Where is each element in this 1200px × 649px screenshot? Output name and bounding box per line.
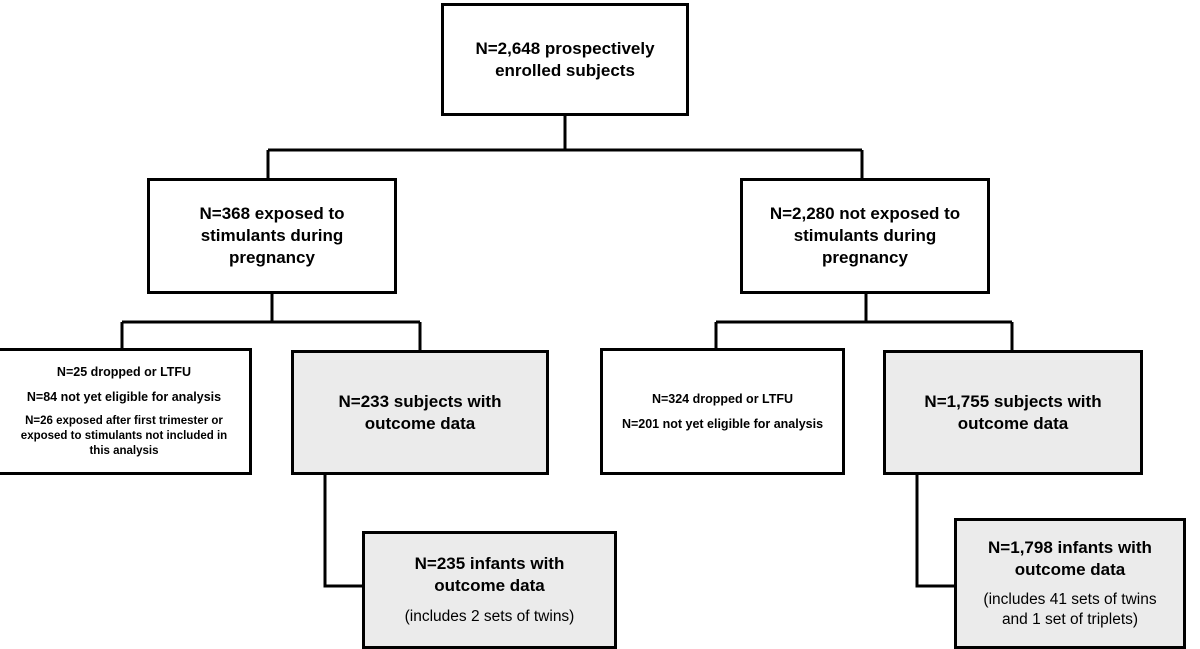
- node-unexposed-infants-outcome-line1: N=1,798 infants with: [988, 537, 1152, 557]
- node-exposed-subjects-outcome-line2: outcome data: [364, 413, 476, 433]
- node-unexposed-subjects-outcome[interactable]: N=1,755 subjects with outcome data: [883, 350, 1143, 475]
- node-exposed-excluded-line3c: this analysis: [89, 444, 159, 457]
- node-exposed-excluded-line2: N=84 not yet eligible for analysis: [26, 390, 222, 405]
- node-unexposed-infants-outcome-note1: (includes 41 sets of twins: [983, 591, 1157, 609]
- edge-unexposed-infants-elbow: [915, 475, 957, 588]
- node-unexposed-infants-outcome-line2: outcome data: [1014, 559, 1126, 579]
- node-unexposed-infants-outcome[interactable]: N=1,798 infants with outcome data (inclu…: [954, 518, 1186, 649]
- node-unexposed-arm-line1: N=2,280 not exposed to: [769, 204, 961, 224]
- node-unexposed-excluded-line2: N=201 not yet eligible for analysis: [621, 417, 824, 431]
- node-unexposed-excluded[interactable]: N=324 dropped or LTFU N=201 not yet elig…: [600, 348, 845, 475]
- node-exposed-excluded-line1: N=25 dropped or LTFU: [56, 365, 192, 380]
- node-exposed-arm-line3: pregnancy: [229, 247, 315, 267]
- node-unexposed-subjects-outcome-line2: outcome data: [957, 413, 1069, 433]
- node-exposed-infants-outcome-line2: outcome data: [434, 576, 545, 596]
- node-enrolled-subjects-line2: enrolled subjects: [495, 60, 635, 80]
- node-unexposed-arm-line3: pregnancy: [822, 247, 908, 267]
- node-enrolled-subjects-line1: N=2,648 prospectively: [475, 38, 655, 58]
- node-exposed-excluded-line3a: N=26 exposed after first trimester or: [25, 415, 223, 428]
- node-exposed-arm[interactable]: N=368 exposed to stimulants during pregn…: [147, 178, 397, 294]
- node-exposed-infants-outcome-line1: N=235 infants with: [414, 554, 565, 574]
- node-exposed-arm-line2: stimulants during: [200, 226, 344, 246]
- node-enrolled-subjects[interactable]: N=2,648 prospectively enrolled subjects: [441, 3, 689, 116]
- node-exposed-infants-outcome[interactable]: N=235 infants with outcome data (include…: [362, 531, 617, 649]
- node-exposed-subjects-outcome[interactable]: N=233 subjects with outcome data: [291, 350, 549, 475]
- node-exposed-arm-line1: N=368 exposed to: [199, 204, 345, 224]
- node-exposed-excluded-line3b: exposed to stimulants not included in: [20, 430, 228, 443]
- node-unexposed-excluded-line1: N=324 dropped or LTFU: [651, 392, 794, 406]
- node-exposed-excluded[interactable]: N=25 dropped or LTFU N=84 not yet eligib…: [0, 348, 252, 475]
- node-unexposed-subjects-outcome-line1: N=1,755 subjects with: [924, 391, 1102, 411]
- node-unexposed-arm[interactable]: N=2,280 not exposed to stimulants during…: [740, 178, 990, 294]
- node-unexposed-arm-line2: stimulants during: [793, 226, 937, 246]
- edge-exposed-infants-elbow: [323, 475, 365, 588]
- node-exposed-infants-outcome-note1: (includes 2 sets of twins): [404, 607, 575, 625]
- node-exposed-subjects-outcome-line1: N=233 subjects with: [338, 391, 502, 411]
- node-unexposed-infants-outcome-note2: and 1 set of triplets): [1001, 611, 1139, 629]
